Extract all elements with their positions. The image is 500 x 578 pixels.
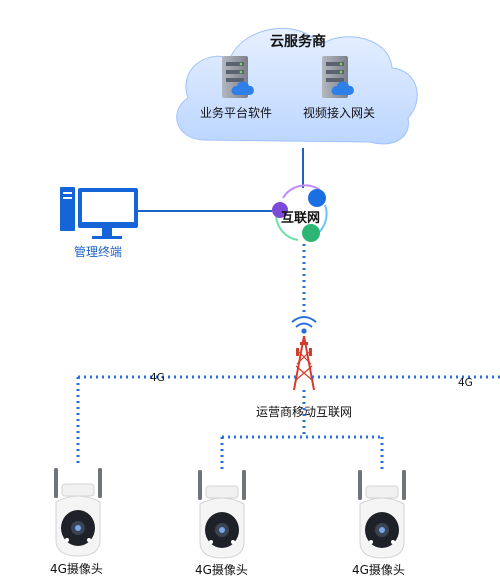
server-cloud-icon xyxy=(222,56,254,98)
wireless-signal-icon xyxy=(291,316,317,334)
internet-hub-icon xyxy=(272,184,328,242)
server-label-gateway: 视频接入网关 xyxy=(303,105,375,120)
tower-label: 运营商移动互联网 xyxy=(256,404,352,419)
camera-label-3: 4G摄像头 xyxy=(352,562,405,577)
camera-label-1: 4G摄像头 xyxy=(50,561,103,576)
cloud-service-provider: 云服务商 业务平台软件 视频接入网关 xyxy=(176,27,418,145)
4g-label-right: 4G xyxy=(458,377,473,389)
server-cloud-icon xyxy=(322,56,354,98)
camera-label-2: 4G摄像头 xyxy=(195,562,248,577)
cell-tower-icon xyxy=(293,335,315,391)
cloud-title: 云服务商 xyxy=(270,33,326,50)
4g-camera-icon xyxy=(54,468,102,557)
internet-label: 互联网 xyxy=(281,211,320,226)
terminal-label: 管理终端 xyxy=(74,244,122,259)
server-label-business: 业务平台软件 xyxy=(200,105,272,120)
4g-camera-icon xyxy=(358,470,406,559)
4g-label-left: 4G xyxy=(150,372,165,384)
4g-camera-icon xyxy=(198,470,246,559)
desktop-computer-icon xyxy=(60,187,138,239)
